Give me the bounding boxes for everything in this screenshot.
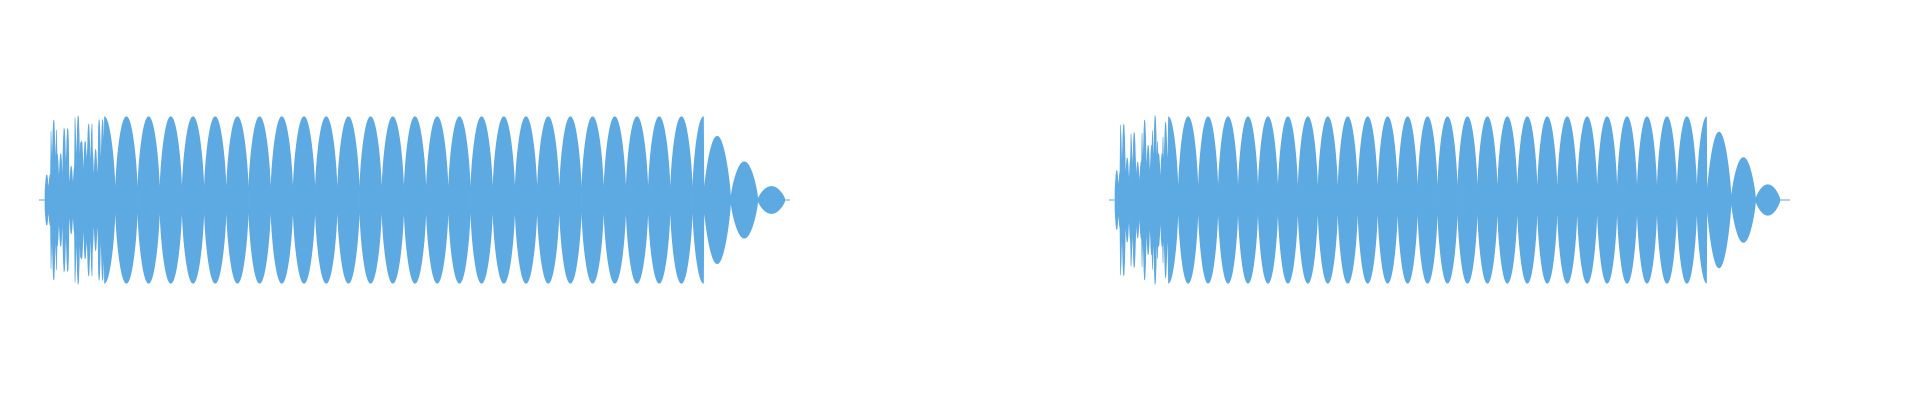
- waveform-plot-right: [1109, 115, 1790, 285]
- audio-waveform-left: [39, 115, 790, 285]
- waveform-plot-left: [39, 115, 790, 285]
- audio-waveform-right: [960, 0, 1920, 400]
